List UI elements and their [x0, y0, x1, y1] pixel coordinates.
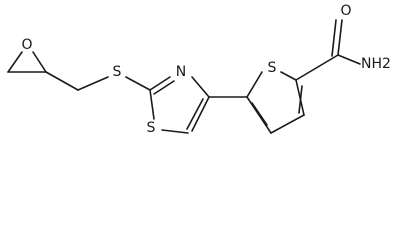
- bond-c3-c2-b: [251, 102, 268, 126]
- atom-sulfur-thioether: S: [113, 64, 122, 80]
- atom-amide-nh2: NH2: [361, 56, 391, 72]
- bond-n-c4: [191, 76, 210, 98]
- bond-epoxide-ch2-o: [7, 51, 23, 73]
- bond-s-thiazole-c2: [125, 76, 151, 91]
- bond-thiophene-carbonyl: [295, 54, 339, 81]
- bond-c4-c5-a: [191, 96, 210, 132]
- bond-c-ch2: [45, 71, 79, 91]
- bond-ch2-s: [77, 76, 109, 91]
- bond-s-c2: [149, 89, 155, 120]
- epoxide-ring: [7, 51, 47, 73]
- thiazole-ring: [149, 76, 210, 134]
- bond-c4-c5-b: [186, 98, 204, 130]
- bond-c4-c3: [270, 114, 305, 134]
- bond-c2-n-double-a: [149, 76, 171, 91]
- bond-carbonyl-n: [337, 54, 361, 65]
- bond-c2-n-double-b: [153, 80, 175, 95]
- atom-sulfur-thiazole: S: [147, 120, 156, 136]
- bond-carbonyl-o-b: [331, 19, 337, 57]
- atom-sulfur-thiophene: S: [268, 60, 277, 76]
- bond-epoxide-o-c: [32, 51, 47, 73]
- thiophene-ring: [246, 71, 305, 134]
- bond-c5-c4-b: [298, 85, 303, 114]
- atom-oxygen-amide: O: [340, 3, 351, 19]
- atom-nitrogen-thiazole: N: [176, 64, 186, 80]
- bond-c2-s: [246, 71, 263, 98]
- atom-oxygen-epoxide: O: [21, 37, 32, 53]
- molecule-structure-diagram: O S N S S O NH2: [7, 3, 391, 136]
- bond-carbonyl-o-a: [337, 19, 343, 56]
- bond-c3-c2-a: [246, 96, 272, 134]
- bond-s-c5: [280, 71, 297, 81]
- bond-c5-s: [161, 129, 189, 134]
